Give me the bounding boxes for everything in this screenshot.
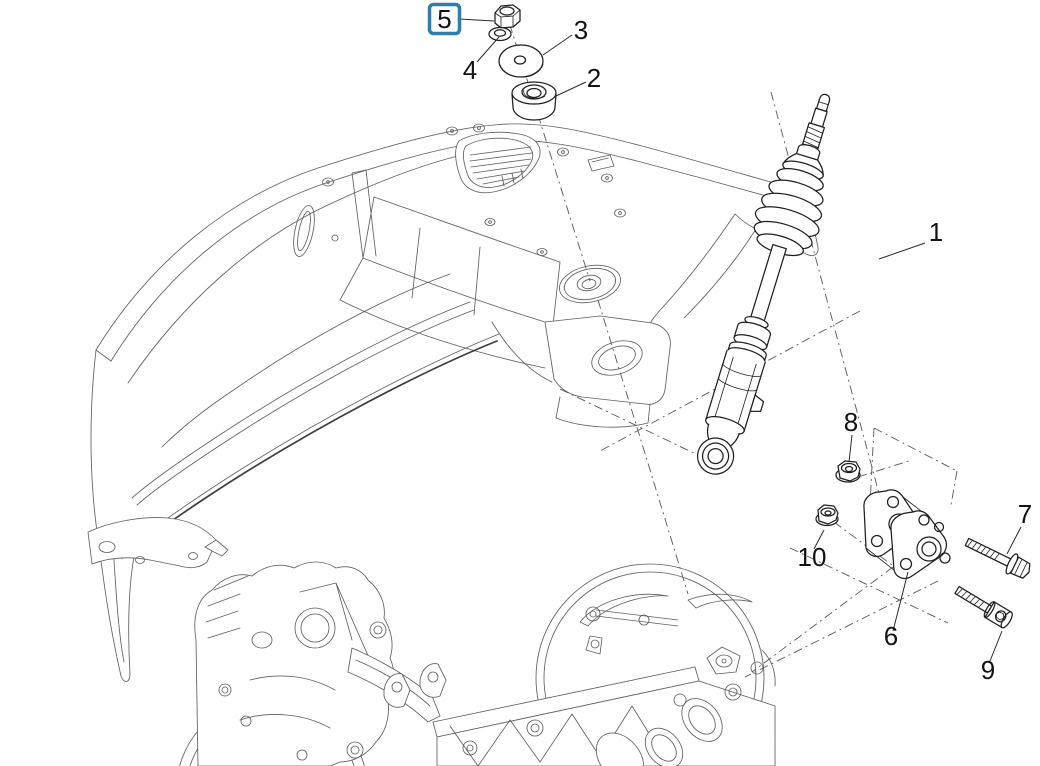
callout-6-label[interactable]: 6	[884, 621, 898, 651]
callout-10[interactable]: 10	[798, 529, 827, 572]
leader-9	[989, 630, 1003, 662]
part-support-bracket	[863, 489, 951, 580]
leader-6	[892, 571, 909, 632]
leader-7	[1006, 526, 1022, 555]
highlight-box[interactable]	[427, 2, 462, 36]
callout-3[interactable]: 3	[542, 15, 588, 56]
callout-5-label[interactable]: 5	[437, 4, 451, 34]
leader-5	[458, 18, 495, 22]
part-flanged-nut-8	[835, 460, 861, 483]
leader-10	[813, 529, 825, 550]
callout-10-label[interactable]: 10	[798, 542, 827, 572]
leader-4	[476, 36, 500, 63]
callout-7-label[interactable]: 7	[1018, 499, 1032, 529]
callout-8[interactable]: 8	[844, 407, 858, 463]
callout-4-label[interactable]: 4	[463, 55, 477, 85]
callout-5[interactable]: 5	[427, 2, 495, 36]
callout-9[interactable]: 9	[981, 630, 1003, 685]
part-hex-nut	[494, 4, 521, 29]
callout-8-label[interactable]: 8	[844, 407, 858, 437]
shock-mount-recess	[559, 264, 621, 304]
part-shock-absorber	[696, 93, 831, 475]
body-panel-drawing	[87, 123, 819, 682]
leader-3	[542, 34, 573, 56]
panel-screw-bosses	[322, 123, 626, 256]
part-washer	[488, 26, 512, 42]
engine-crankcase-drawing	[179, 561, 776, 766]
part-socket-head-screw	[954, 585, 1013, 629]
part-washer-plate	[498, 44, 544, 78]
callout-1-label[interactable]: 1	[929, 217, 943, 247]
leader-1	[878, 242, 926, 260]
callout-3-label[interactable]: 3	[574, 15, 588, 45]
leader-2	[555, 81, 587, 97]
part-flanged-nut-10	[815, 504, 839, 527]
part-hex-flange-bolt	[964, 537, 1031, 579]
leader-8	[848, 434, 853, 463]
callout-6[interactable]: 6	[884, 571, 909, 651]
callout-7[interactable]: 7	[1006, 499, 1032, 555]
callout-4[interactable]: 4	[463, 36, 500, 85]
callouts: 1 2 3 4 5 6 7 8	[427, 2, 1032, 685]
callout-2-label[interactable]: 2	[587, 63, 601, 93]
part-rubber-bushing	[511, 81, 557, 121]
callout-9-label[interactable]: 9	[981, 655, 995, 685]
callout-1[interactable]: 1	[878, 217, 943, 260]
callout-2[interactable]: 2	[555, 63, 601, 97]
